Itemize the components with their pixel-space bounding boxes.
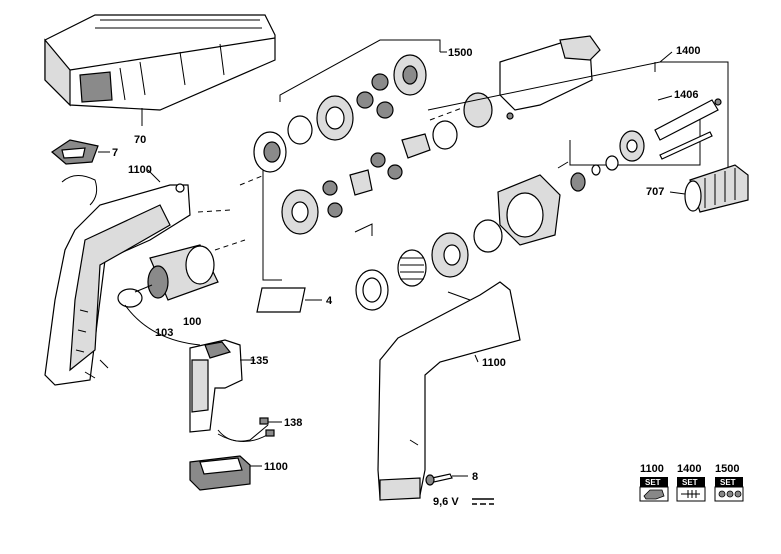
label-housing-right: 1100 [482, 357, 506, 369]
label-plate[interactable] [256, 287, 306, 313]
label-cable: 138 [284, 417, 302, 429]
retaining-ring[interactable] [473, 219, 503, 253]
housing-screw[interactable] [425, 473, 453, 486]
planet-carrier-1[interactable] [316, 95, 354, 141]
label-chuck: 707 [646, 186, 664, 198]
gear-ring-front[interactable] [253, 131, 287, 173]
set-badge-text: SET [645, 478, 661, 487]
set-number: 1100 [640, 463, 664, 475]
trigger-switch[interactable] [189, 339, 243, 433]
washer[interactable] [287, 115, 313, 145]
drive-shaft-part[interactable] [349, 133, 431, 196]
label-battery-pack: 1100 [264, 461, 288, 473]
label-case: 70 [134, 134, 146, 146]
housing-half-right[interactable] [377, 281, 521, 501]
clutch-collar[interactable] [497, 174, 561, 246]
set-number: 1500 [715, 463, 739, 475]
set-badge-text: SET [720, 478, 736, 487]
planet-carrier-2[interactable] [281, 189, 319, 235]
set-badge-1400: 1400 SET [676, 463, 706, 502]
label-clip: 7 [112, 147, 118, 159]
motor[interactable] [117, 244, 219, 346]
gear-housing[interactable] [432, 35, 601, 150]
label-switch: 135 [250, 355, 268, 367]
label-motor: 100 [183, 316, 201, 328]
toothed-ring[interactable] [355, 269, 389, 311]
spindle-shaft[interactable] [654, 98, 722, 141]
planet-gears[interactable] [356, 73, 394, 119]
label-gearbox-set: 1500 [448, 47, 472, 59]
gear-set-icon [718, 490, 742, 498]
battery-pack[interactable] [189, 455, 251, 491]
label-spindle-set: 1400 [676, 45, 700, 57]
gearbox-group [262, 39, 441, 281]
label-plate: 4 [326, 295, 333, 307]
clutch-ring[interactable] [431, 232, 469, 278]
set-number: 1400 [677, 463, 701, 475]
set-badge-1100: 1100 SET [639, 463, 669, 502]
label-spindle: 1406 [674, 89, 698, 101]
sun-gear-ring[interactable] [393, 54, 427, 96]
spindle-rod[interactable] [659, 131, 713, 160]
housing-half-left[interactable] [44, 183, 191, 386]
spindle-set-icon [681, 490, 700, 498]
connection-cable[interactable] [217, 417, 275, 442]
spindle-lock-disc[interactable] [619, 130, 645, 162]
clutch-spring[interactable] [397, 249, 427, 287]
housing-set-icon [643, 489, 665, 500]
set-badge-text: SET [682, 478, 698, 487]
set-badge-1500: 1500 SET [714, 463, 744, 502]
planet-gears-2[interactable] [322, 152, 403, 218]
belt-clip[interactable] [51, 139, 99, 206]
label-motor-pinion: 103 [155, 327, 173, 339]
label-screw: 8 [472, 471, 478, 483]
small-rings[interactable] [570, 155, 619, 192]
label-housing-left: 1100 [128, 164, 152, 176]
dc-symbol-icon [472, 498, 494, 505]
chuck[interactable] [684, 164, 749, 213]
voltage-label: 9,6 V [433, 496, 459, 508]
carry-case[interactable] [44, 14, 276, 111]
